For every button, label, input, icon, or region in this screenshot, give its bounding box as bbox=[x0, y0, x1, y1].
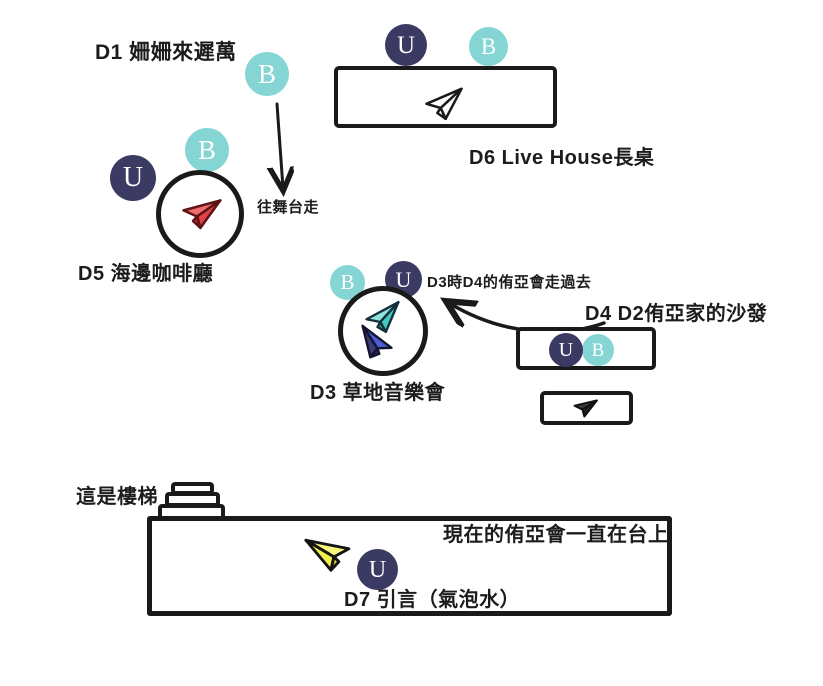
u-badge-stage: U bbox=[357, 549, 398, 590]
white-paper-plane-icon bbox=[421, 83, 467, 123]
walk-note: 往舞台走 bbox=[257, 199, 320, 216]
label-d4: D4 D2侑亞家的沙發 bbox=[585, 303, 768, 325]
walk-arrow bbox=[277, 102, 283, 188]
label-stairs: 這是樓梯 bbox=[76, 486, 158, 508]
stage-note: 現在的侑亞會一直在台上 bbox=[443, 524, 669, 546]
teal-paper-plane-icon bbox=[358, 296, 407, 338]
red-paper-plane-icon bbox=[176, 189, 225, 235]
label-d7: D7 引言（氣泡水） bbox=[344, 589, 521, 611]
b-badge-d6: B bbox=[469, 27, 508, 66]
u-badge-d6: U bbox=[385, 24, 427, 66]
label-d5: D5 海邊咖啡廳 bbox=[78, 263, 214, 285]
move-note: D3時D4的侑亞會走過去 bbox=[427, 274, 592, 291]
indigo-paper-plane-icon bbox=[348, 319, 403, 367]
small-paper-plane-icon bbox=[569, 393, 601, 421]
stair-step-top bbox=[171, 482, 214, 495]
b-badge-walking: B bbox=[245, 52, 289, 96]
label-d6: D6 Live House長桌 bbox=[469, 147, 655, 169]
label-d3: D3 草地音樂會 bbox=[310, 382, 446, 404]
u-badge-sofa: U bbox=[549, 333, 583, 367]
b-badge-sofa: B bbox=[582, 334, 614, 366]
b-badge-d5: B bbox=[185, 128, 229, 172]
label-d1: D1 姍姍來遲萬 bbox=[95, 41, 237, 64]
u-badge-d5: U bbox=[110, 155, 156, 201]
stage-rect bbox=[147, 516, 672, 616]
b-badge-d3: B bbox=[330, 265, 365, 300]
yellow-paper-plane-icon bbox=[299, 524, 359, 580]
